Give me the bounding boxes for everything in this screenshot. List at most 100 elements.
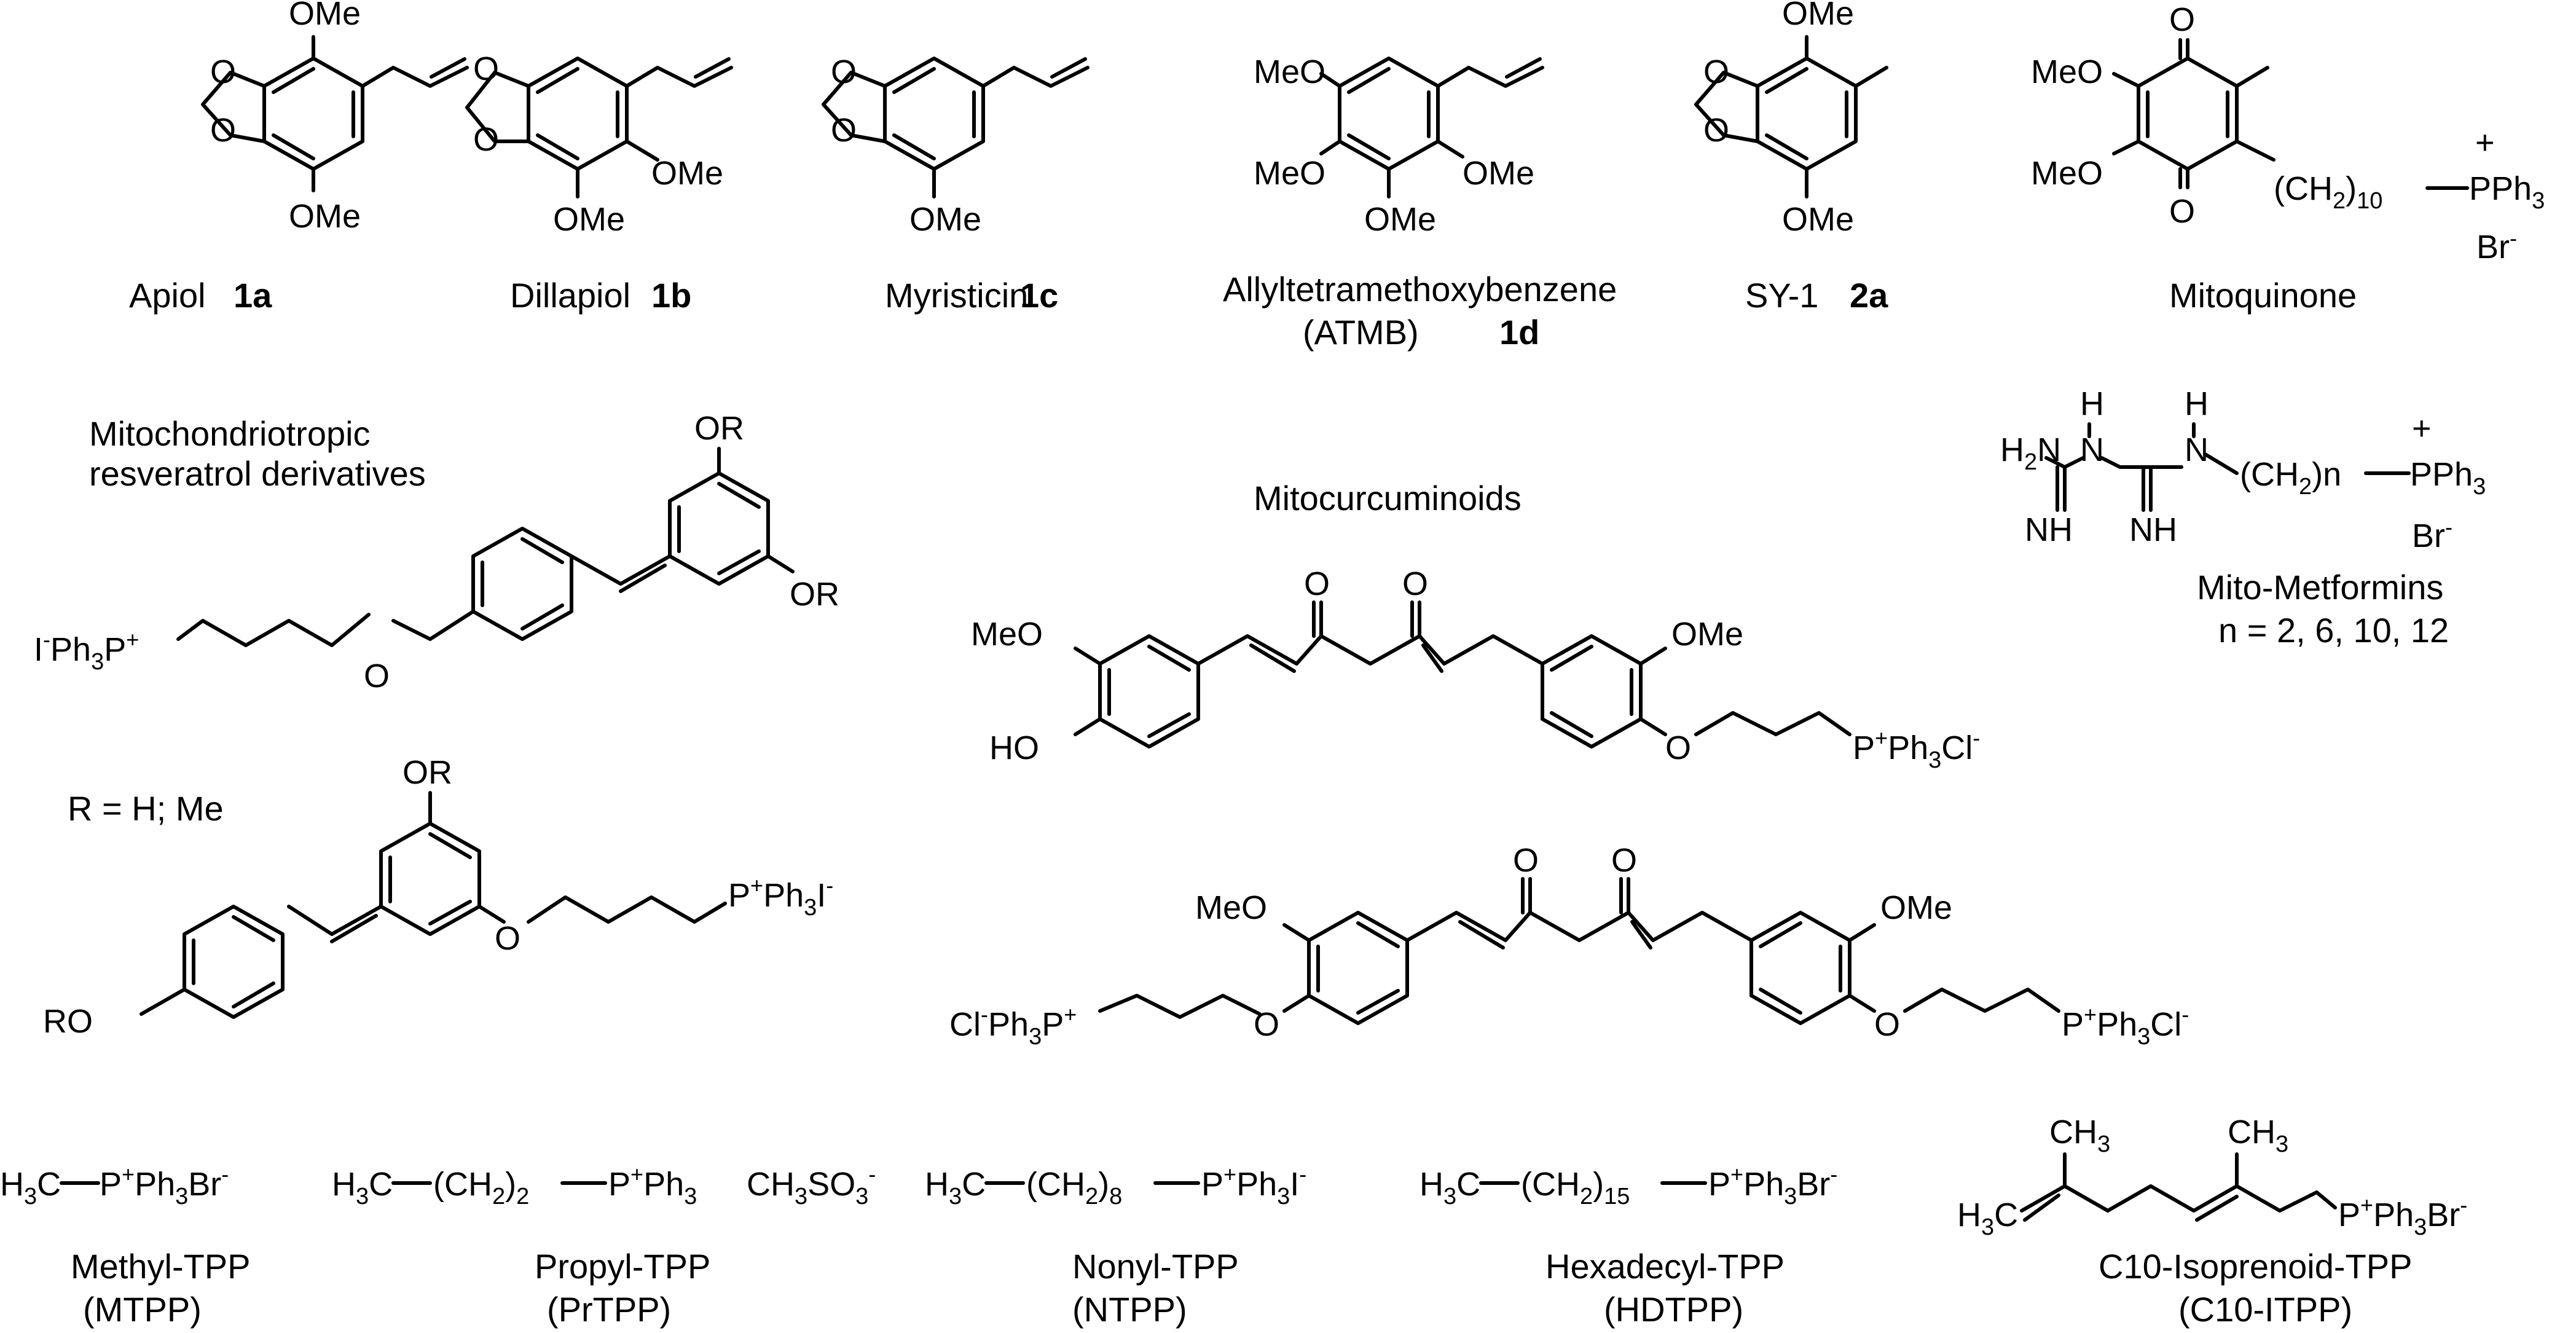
structure-propyl-tpp: H3C (CH2)2 P+Ph3 CH3SO3- <box>332 1162 876 1209</box>
structure-atmb: MeO MeO OMe OMe <box>1254 53 1544 238</box>
metformin-br: Br- <box>2412 514 2452 554</box>
label-hexadecyl-tpp: Hexadecyl-TPP <box>1545 1247 1785 1286</box>
resveratrol1-or-bottom: OR <box>790 576 839 613</box>
apiol-o2: O <box>210 112 236 149</box>
label-nonyl-tpp-abbr: (NTPP) <box>1072 1290 1187 1329</box>
label-myristicin-id: 1c <box>1020 276 1058 315</box>
mitocurcuminoids-title: Mitocurcuminoids <box>1254 479 1522 517</box>
curcuminoid1-o-ether: O <box>1665 729 1691 766</box>
itpp-ch3-right: CH3 <box>2228 1114 2288 1157</box>
mitoquinone-br: Br- <box>2476 226 2517 265</box>
structure-c10-isoprenoid-tpp: CH3 CH3 H3C P+Ph3Br- <box>1957 1114 2467 1240</box>
label-c10-isoprenoid-tpp-abbr: (C10-ITPP) <box>2178 1290 2352 1329</box>
resveratrol-title-line2: resveratrol derivatives <box>89 454 426 493</box>
resveratrol2-ro: RO <box>43 1003 93 1040</box>
metformin-n2: N <box>2185 431 2209 468</box>
curcuminoid1-meo: MeO <box>971 616 1043 653</box>
metformin-n1: N <box>2080 431 2104 468</box>
curcuminoid2-pph3cl: P+Ph3Cl- <box>2062 1002 2189 1050</box>
label-atmb-abbr: (ATMB) <box>1303 313 1419 352</box>
mitoquinone-o-top: O <box>2169 1 2195 38</box>
structure-mitocurcuminoid-2: O O MeO O Cl-Ph3P+ OMe O P+Ph3Cl- <box>949 842 2189 1050</box>
resveratrol1-counterion: I-Ph3P+ <box>34 627 139 675</box>
prtpp-pph3: P+Ph3 <box>608 1162 697 1209</box>
label-atmb: Allyltetramethoxybenzene <box>1223 270 1617 309</box>
label-nonyl-tpp: Nonyl-TPP <box>1072 1247 1239 1286</box>
resveratrol1-or-top: OR <box>694 410 744 447</box>
myristicin-ome: OMe <box>909 201 981 238</box>
label-propyl-tpp: Propyl-TPP <box>535 1247 710 1286</box>
curcuminoid2-meo: MeO <box>1195 889 1267 926</box>
apiol-ome-top: OMe <box>289 0 361 32</box>
label-hexadecyl-tpp-abbr: (HDTPP) <box>1604 1290 1743 1329</box>
myristicin-o1: O <box>831 53 857 90</box>
mitoquinone-plus: + <box>2475 124 2495 161</box>
mitoquinone-o-bottom: O <box>2169 193 2195 230</box>
itpp-h3c: H3C <box>1957 1197 2018 1240</box>
sy1-ome-top: OMe <box>1782 0 1854 32</box>
atmb-meo-a: MeO <box>1254 53 1325 90</box>
atmb-ome-a: OMe <box>1463 155 1534 192</box>
dillapiol-o1: O <box>473 50 499 87</box>
myristicin-o2: O <box>831 112 857 149</box>
metformin-plus: + <box>2412 410 2432 447</box>
metformin-chain: (CH2)n <box>2240 456 2341 500</box>
resveratrol-r-definition: R = H; Me <box>68 789 224 828</box>
label-mito-metformins-n: n = 2, 6, 10, 12 <box>2218 611 2449 650</box>
curcuminoid2-o-left: O <box>1513 842 1539 879</box>
curcuminoid2-o-right: O <box>1611 842 1637 879</box>
label-sy1: SY-1 <box>1745 276 1818 315</box>
dillapiol-o2: O <box>473 121 499 158</box>
dillapiol-ome-a: OMe <box>651 155 723 192</box>
sy1-o1: O <box>1703 53 1729 90</box>
ntpp-pph3i: P+Ph3I- <box>1201 1162 1306 1209</box>
atmb-ome-b: OMe <box>1364 201 1436 238</box>
structure-apiol: OMe OMe O O <box>201 0 469 235</box>
resveratrol2-or: OR <box>402 754 452 791</box>
metformin-nh1: NH <box>2025 511 2073 548</box>
metformin-nh2: NH <box>2129 511 2177 548</box>
curcuminoid2-ome: OMe <box>1880 889 1952 926</box>
structure-myristicin: O O OMe <box>822 53 1090 238</box>
mitoquinone-meo-a: MeO <box>2031 53 2103 90</box>
structure-resveratrol-2: OR O P+Ph3I- RO <box>43 754 833 1040</box>
resveratrol1-o: O <box>364 658 390 694</box>
curcuminoid2-o-ether: O <box>1254 1006 1279 1043</box>
structure-sy1: O O OMe OMe <box>1694 0 1888 238</box>
structure-nonyl-tpp: H3C (CH2)8 P+Ph3I- <box>925 1162 1306 1209</box>
structure-mitocurcuminoid-1: O O MeO HO OMe O P+Ph3Cl- <box>971 565 1980 773</box>
label-apiol: Apiol <box>129 276 206 315</box>
mitoquinone-pph3: PPh3 <box>2469 170 2545 214</box>
curcuminoid1-o-right: O <box>1402 565 1428 602</box>
curcuminoid1-ome: OMe <box>1671 616 1743 653</box>
label-dillapiol-id: 1b <box>651 276 691 315</box>
label-methyl-tpp-abbr: (MTPP) <box>83 1290 202 1329</box>
itpp-pph3br: P+Ph3Br- <box>2338 1192 2467 1240</box>
label-mito-metformins: Mito-Metformins <box>2197 568 2443 607</box>
mitoquinone-meo-b: MeO <box>2031 155 2103 192</box>
apiol-o1: O <box>210 53 236 90</box>
curcuminoid1-pph3cl: P+Ph3Cl- <box>1853 725 1980 773</box>
prtpp-ch2: (CH2)2 <box>433 1166 529 1209</box>
label-c10-isoprenoid-tpp: C10-Isoprenoid-TPP <box>2099 1247 2412 1286</box>
structure-hexadecyl-tpp: H3C (CH2)15 P+Ph3Br- <box>1420 1162 1837 1209</box>
mitoquinone-chain: (CH2)10 <box>2274 170 2382 214</box>
atmb-meo-b: MeO <box>1254 155 1325 192</box>
structure-resveratrol-1: OR OR O I-Ph3P+ <box>34 410 839 694</box>
structure-mitoquinone: O O MeO MeO (CH2)10 + PPh3 Br- <box>2031 1 2545 265</box>
mtpp-pph3br: P+Ph3Br- <box>100 1162 229 1209</box>
metformin-h2: H <box>2185 385 2209 422</box>
hdtpp-h3c: H3C <box>1420 1166 1480 1209</box>
label-dillapiol: Dillapiol <box>510 276 630 315</box>
label-atmb-id: 1d <box>1499 313 1539 352</box>
hdtpp-pph3br: P+Ph3Br- <box>1708 1162 1837 1209</box>
ntpp-h3c: H3C <box>925 1166 986 1209</box>
ntpp-ch2: (CH2)8 <box>1026 1166 1122 1209</box>
itpp-ch3-left: CH3 <box>2049 1114 2110 1157</box>
prtpp-h3c: H3C <box>332 1166 393 1209</box>
label-mitoquinone: Mitoquinone <box>2169 276 2357 315</box>
curcuminoid2-o-ether-right: O <box>1874 1006 1900 1043</box>
label-methyl-tpp: Methyl-TPP <box>71 1247 251 1286</box>
apiol-ome-bottom: OMe <box>289 198 361 235</box>
